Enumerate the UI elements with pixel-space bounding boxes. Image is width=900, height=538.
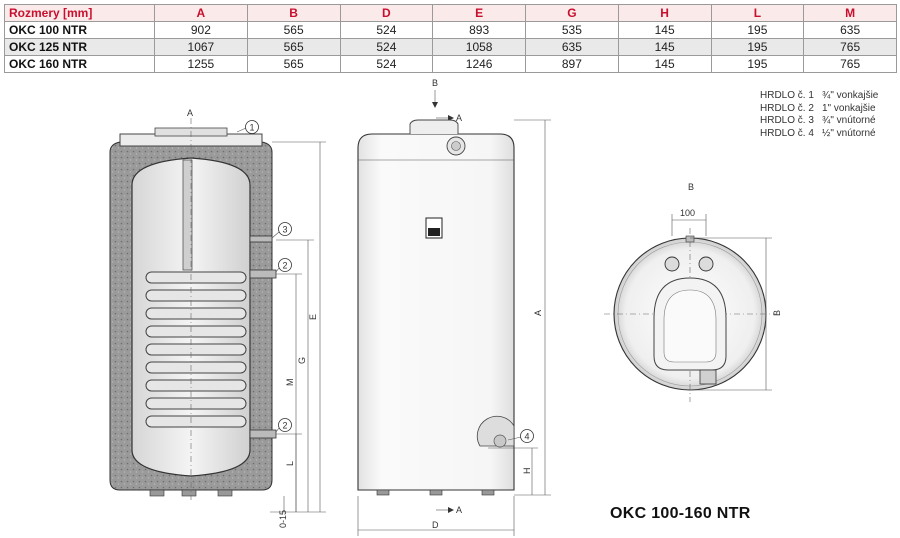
legend-item: HRDLO č. 4 ½" vnútorné — [760, 128, 878, 141]
top-100-label: 100 — [680, 208, 695, 218]
top-b-label: B — [688, 182, 694, 192]
table-cell: OKC 100 NTR — [4, 21, 155, 39]
heat-exchanger-coil — [145, 271, 247, 428]
column-header: E — [432, 4, 526, 22]
legend-item: HRDLO č. 2 1" vonkajšie — [760, 103, 878, 116]
legend-label: HRDLO č. 3 — [760, 115, 814, 126]
legend-value: ¾" vonkajšie — [822, 90, 879, 101]
dim-l-label: L — [285, 461, 295, 466]
model-title: OKC 100-160 NTR — [610, 505, 751, 522]
column-header: A — [154, 4, 248, 22]
column-header: Rozmery [mm] — [4, 4, 155, 22]
view-a-bottom: A — [456, 505, 462, 515]
column-header: D — [339, 4, 434, 22]
table-cell: 145 — [617, 38, 712, 56]
table-cell: 565 — [246, 55, 341, 73]
table-cell: 1255 — [154, 55, 248, 73]
table-cell: 195 — [710, 21, 805, 39]
dim-h-label: H — [522, 468, 532, 475]
legend-label: HRDLO č. 2 — [760, 102, 814, 114]
connection-legend: HRDLO č. 1 ¾" vonkajšie HRDLO č. 2 1" vo… — [760, 90, 878, 140]
column-header: H — [617, 4, 712, 22]
callout-2-lower: 2 — [283, 421, 288, 431]
table-cell: 145 — [617, 21, 712, 39]
legend-item: HRDLO č. 3 ¾" vnútorné — [760, 115, 878, 128]
table-cell: 1067 — [154, 38, 248, 56]
top-dim-b-label: B — [772, 310, 782, 316]
section-view: A 1 3 2 2 E G M L 0-15 — [109, 108, 326, 528]
table-row: OKC 160 NTR 1255 565 524 1246 897 145 19… — [4, 55, 897, 73]
table-cell: OKC 125 NTR — [4, 38, 155, 56]
legend-value: ¾" vnútorné — [822, 115, 876, 126]
legend-value: ½" vnútorné — [822, 127, 876, 139]
callout-4: 4 — [525, 432, 530, 442]
dim-g-label: G — [297, 357, 307, 364]
table-cell: 1058 — [432, 38, 526, 56]
table-cell: 765 — [803, 38, 897, 56]
dim-e-label: E — [308, 314, 318, 320]
callout-1: 1 — [250, 123, 255, 133]
column-header: M — [803, 4, 897, 22]
table-cell: 145 — [617, 55, 712, 73]
table-cell: OKC 160 NTR — [4, 55, 155, 73]
dim-m-label: M — [285, 379, 295, 387]
table-row: OKC 100 NTR 902 565 524 893 535 145 195 … — [4, 21, 897, 39]
section-mark-a: A — [187, 108, 193, 118]
view-a-top: A — [456, 113, 462, 123]
dim-a-label: A — [533, 310, 543, 316]
table-cell: 195 — [710, 55, 805, 73]
table-cell: 524 — [339, 38, 434, 56]
dim-range-label: 0-15 — [278, 510, 288, 528]
table-cell: 195 — [710, 38, 805, 56]
callout-2-upper: 2 — [283, 261, 288, 271]
side-view: B A A 4 — [357, 78, 551, 536]
table-cell: 893 — [432, 21, 526, 39]
dimension-table: Rozmery [mm] A B D E G H L M OKC 100 NTR… — [4, 4, 897, 73]
legend-label: HRDLO č. 4 — [760, 127, 814, 139]
dim-d-label: D — [432, 520, 439, 530]
table-row: OKC 125 NTR 1067 565 524 1058 635 145 19… — [4, 38, 897, 56]
callout-3: 3 — [283, 225, 288, 235]
table-cell: 635 — [803, 21, 897, 39]
view-b-label: B — [432, 78, 438, 88]
top-view: B 100 B — [604, 182, 782, 402]
legend-value: 1" vonkajšie — [822, 102, 876, 114]
table-cell: 765 — [803, 55, 897, 73]
legend-item: HRDLO č. 1 ¾" vonkajšie — [760, 90, 878, 103]
table-cell: 524 — [339, 55, 434, 73]
legend-label: HRDLO č. 1 — [760, 90, 814, 101]
